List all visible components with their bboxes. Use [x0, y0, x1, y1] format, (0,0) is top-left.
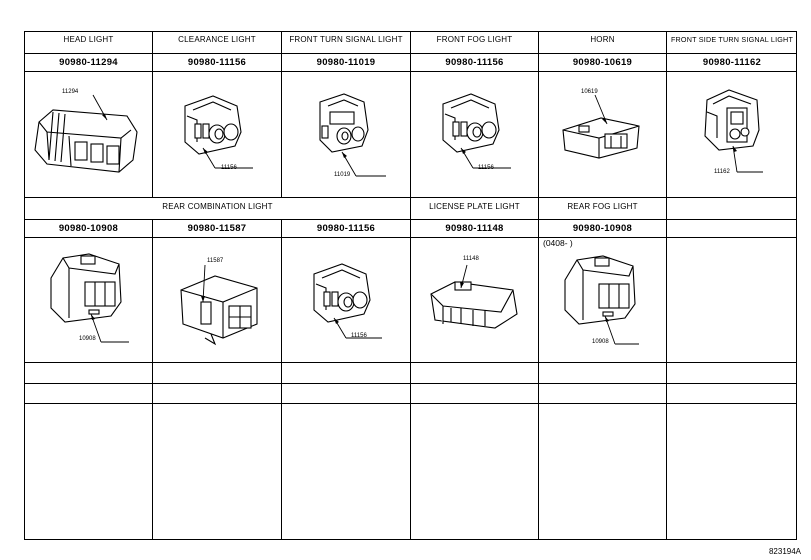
callout-10908-b: 10908	[592, 339, 609, 345]
header-front-turn-signal-light: FRONT TURN SIGNAL LIGHT	[289, 35, 403, 44]
connector-drawing-11156-c	[313, 263, 382, 339]
connector-drawing-front-turn-signal-light	[319, 93, 386, 177]
callout-11587: 11587	[207, 258, 224, 264]
part-number-head-light: 90980-11294	[59, 57, 118, 68]
header-rear-combination-light: REAR COMBINATION LIGHT	[162, 202, 273, 211]
callout-10908-a: 10908	[79, 336, 96, 342]
connector-drawing-front-fog-light	[442, 93, 511, 169]
callout-11162: 11162	[714, 169, 730, 175]
callout-11294: 11294	[62, 89, 79, 95]
connector-drawing-10908-a	[50, 253, 129, 343]
part-number-license-plate-light: 90980-11148	[445, 223, 504, 234]
part-number-rear-fog-light: 90980-10908	[572, 223, 633, 234]
header-front-fog-light: FRONT FOG LIGHT	[436, 35, 513, 44]
connector-drawing-horn	[562, 94, 640, 159]
callout-11156-c: 11156	[351, 333, 367, 339]
connector-drawing-11148	[430, 264, 518, 329]
part-number-clearance-light: 90980-11156	[187, 57, 247, 68]
part-number-front-turn-signal-light: 90980-11019	[316, 57, 376, 68]
figure-number: 823194A	[768, 547, 801, 556]
header-rear-fog-light: REAR FOG LIGHT	[567, 202, 638, 211]
part-number-rear-combination-3: 90980-11156	[316, 223, 376, 234]
header-head-light: HEAD LIGHT	[63, 35, 114, 44]
part-number-front-side-turn-signal-light: 90980-11162	[702, 57, 762, 68]
callout-11019: 11019	[334, 172, 351, 178]
callout-11156-a: 11156	[221, 165, 237, 171]
connector-drawing-head-light	[34, 94, 138, 173]
part-number-rear-combination-1: 90980-10908	[58, 223, 119, 234]
header-clearance-light: CLEARANCE LIGHT	[178, 35, 256, 44]
rear-fog-date-note: (0408- )	[543, 238, 573, 248]
connector-drawing-clearance-light	[184, 95, 253, 169]
header-front-side-turn-signal-light: FRONT SIDE TURN SIGNAL LIGHT	[670, 35, 794, 44]
callout-11156-b: 11156	[478, 165, 494, 171]
connector-drawing-10908-b	[564, 255, 639, 345]
header-license-plate-light: LICENSE PLATE LIGHT	[429, 202, 520, 211]
header-horn: HORN	[590, 35, 615, 44]
part-number-rear-combination-2: 90980-11587	[187, 223, 247, 234]
connector-drawing-11587	[180, 264, 258, 346]
callout-11148: 11148	[463, 256, 479, 262]
callout-10619: 10619	[581, 89, 598, 95]
part-number-horn: 90980-10619	[572, 57, 633, 68]
part-number-front-fog-light: 90980-11156	[445, 57, 504, 68]
connector-drawing-front-side-turn-signal-light	[704, 89, 763, 173]
